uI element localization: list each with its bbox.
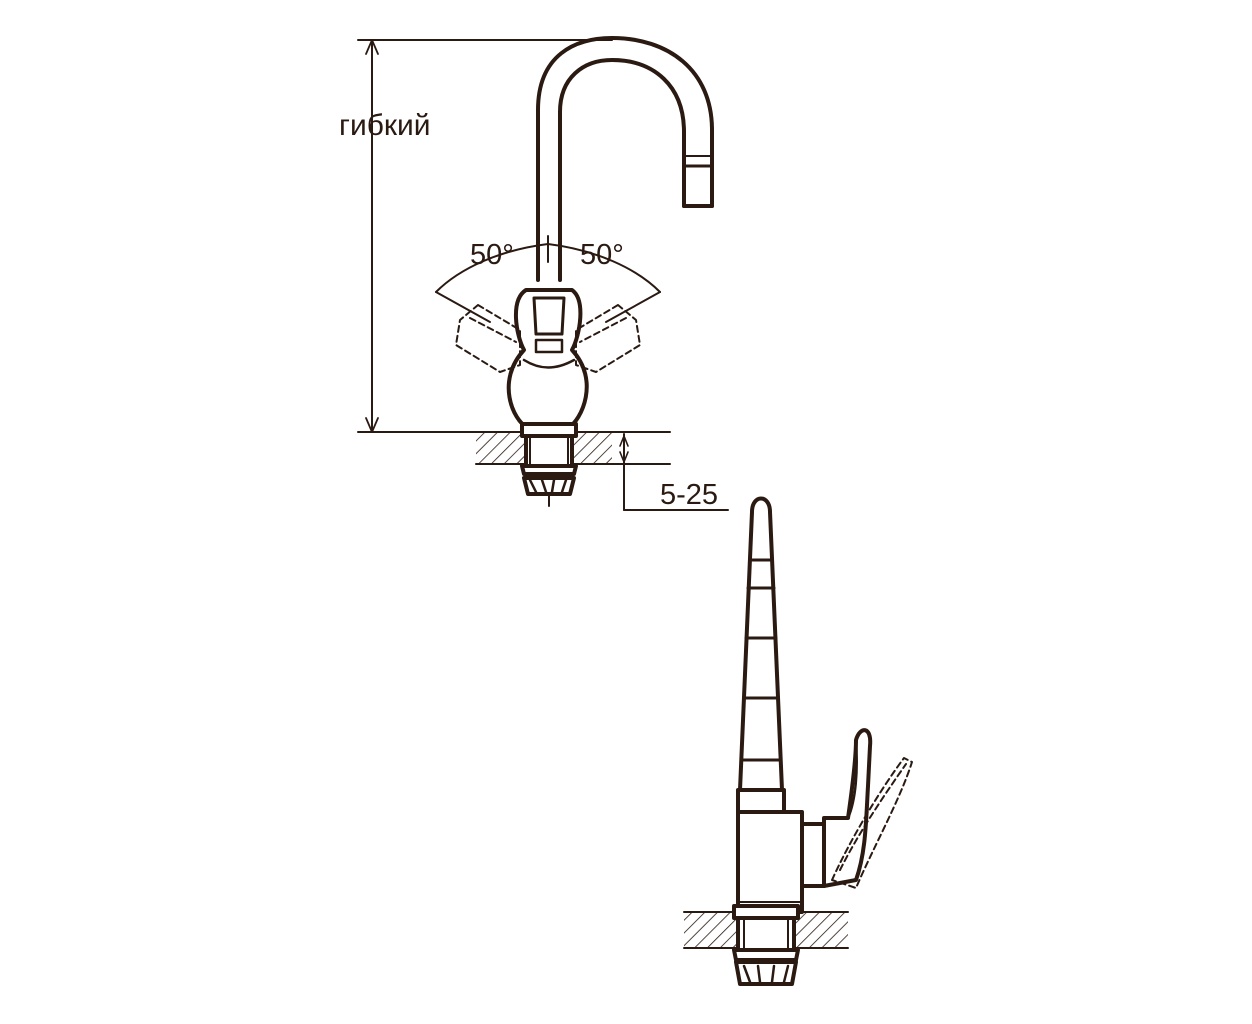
countertop-side	[683, 904, 849, 986]
gooseneck-spout	[536, 36, 714, 282]
side-spout	[736, 496, 786, 814]
rotation-angle-arcs	[435, 235, 661, 323]
handle-rotation-left	[455, 304, 521, 373]
countertop-front	[475, 422, 613, 507]
angle-right-label: 50°	[580, 239, 624, 271]
side-handle-rotation	[831, 757, 913, 889]
flexible-hose-label: гибкий	[339, 109, 431, 142]
mount-thickness-dimension	[611, 433, 729, 511]
mount-range-label: 5-25	[660, 479, 718, 511]
side-body	[736, 810, 826, 914]
mixer-body	[506, 288, 589, 430]
side-handle	[822, 728, 873, 888]
height-dimension	[357, 39, 671, 433]
angle-left-label: 50°	[470, 239, 514, 271]
handle-rotation-right	[575, 304, 641, 373]
